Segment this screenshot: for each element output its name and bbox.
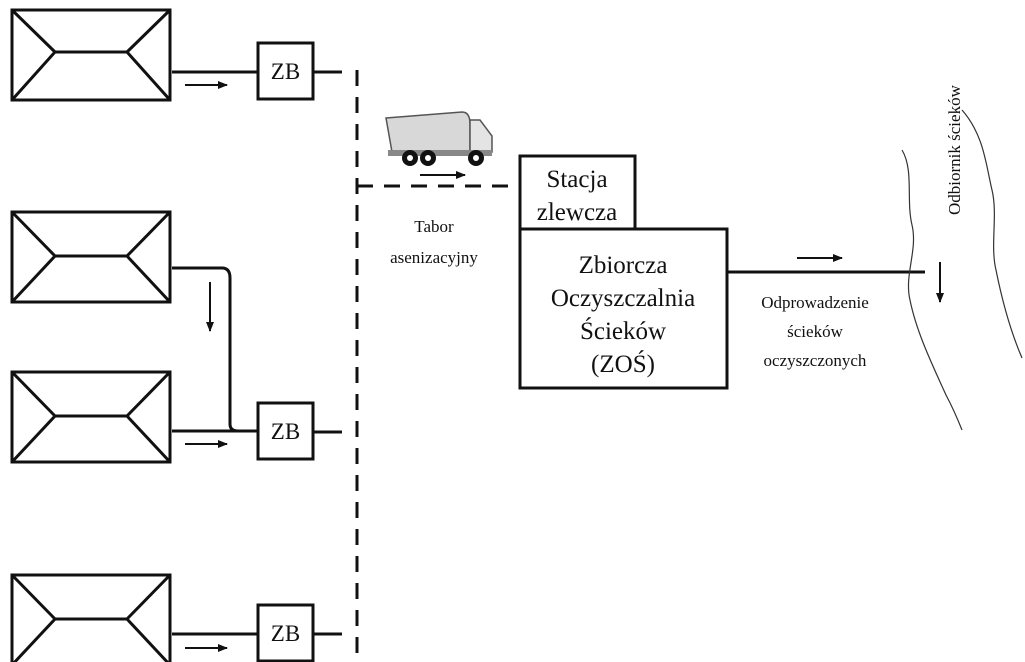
zb-label: ZB: [271, 59, 300, 84]
zos-label-line4: (ZOŚ): [591, 350, 655, 378]
zb-tank-2: ZB: [258, 403, 313, 459]
zb-label: ZB: [271, 621, 300, 646]
stacja-label-line1: Stacja: [546, 166, 607, 193]
building-2: [12, 212, 170, 302]
building-3: [12, 372, 170, 462]
odprowadzenie-label-line1: Odprowadzenie: [761, 293, 869, 312]
tabor-label-line1: Tabor: [414, 217, 454, 236]
pipe-building-2: [172, 268, 257, 431]
tabor-label-line2: asenizacyjny: [390, 248, 478, 267]
zb-tank-3: ZB: [258, 605, 313, 661]
odbiornik-label: Odbiornik ścieków: [945, 84, 964, 215]
zos-label-line3: Ścieków: [580, 317, 666, 345]
zb-label: ZB: [271, 419, 300, 444]
stacja-label-line2: zlewcza: [537, 199, 617, 226]
zos-box: Zbiorcza Oczyszczalnia Ścieków (ZOŚ): [520, 229, 727, 388]
odprowadzenie-label-line2: ścieków: [787, 322, 843, 341]
building-1: [12, 10, 170, 100]
odprowadzenie-label-line3: oczyszczonych: [764, 351, 867, 370]
septic-truck-icon: [386, 112, 492, 166]
building-4: [12, 575, 170, 662]
stacja-zlewcza-box: Stacja zlewcza: [520, 156, 635, 230]
zos-label-line1: Zbiorcza: [579, 252, 668, 279]
zos-label-line2: Oczyszczalnia: [551, 285, 695, 312]
zb-tank-1: ZB: [258, 43, 313, 99]
